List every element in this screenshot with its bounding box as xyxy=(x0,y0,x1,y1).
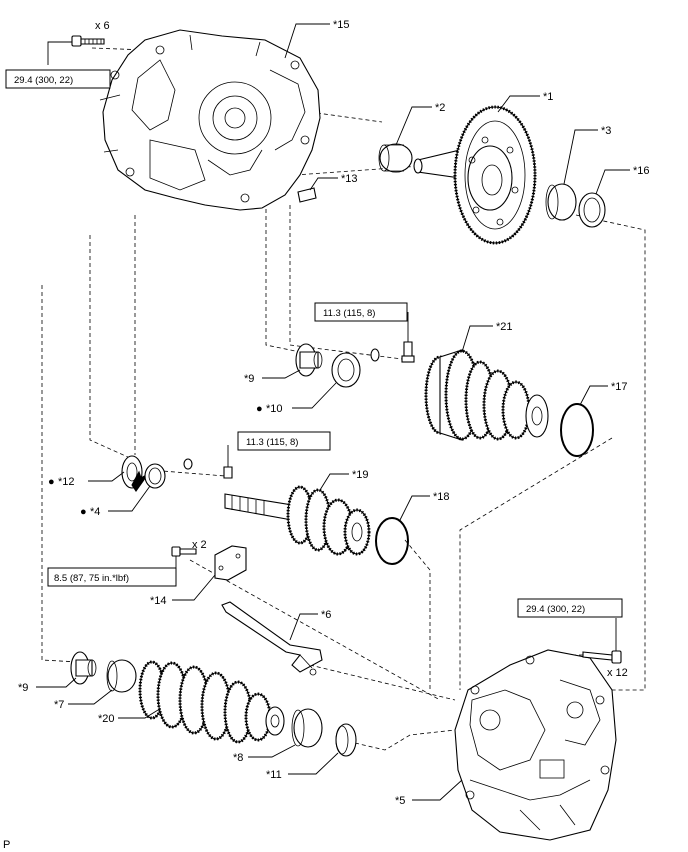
differential-assembly xyxy=(413,105,537,245)
qty-case-bolts: x 12 xyxy=(607,667,628,679)
snap-ring-17 xyxy=(560,403,594,457)
bearing-4 xyxy=(144,463,166,489)
callout-5: *5 xyxy=(395,795,405,807)
transaxle-housing xyxy=(99,29,321,211)
torque-case-bolts: 29.4 (300, 22) xyxy=(526,604,585,615)
callout-14: *14 xyxy=(150,595,167,607)
bearing-retainer-9-upper xyxy=(295,343,323,377)
countershaft-assembly xyxy=(138,660,285,744)
callout-3: *3 xyxy=(601,125,611,137)
callout-2: *2 xyxy=(435,102,445,114)
torque-box-case xyxy=(517,598,623,618)
non-reusable-mark-10: ● xyxy=(256,403,263,415)
callout-9-lower: *9 xyxy=(18,682,28,694)
callout-21: *21 xyxy=(496,321,513,333)
bearing-race-11 xyxy=(335,723,357,757)
callout-12: *12 xyxy=(58,476,75,488)
torque-oil-receiver-bolts: 8.5 (87, 75 in.*lbf) xyxy=(54,573,129,584)
torque-retainer-bolt-lower: 11.3 (115, 8) xyxy=(246,437,298,448)
footer-code: P xyxy=(3,839,10,851)
callout-11: *11 xyxy=(266,769,282,781)
magnet xyxy=(297,187,317,203)
leader-lines xyxy=(36,23,630,801)
callout-16: *16 xyxy=(633,165,650,177)
qty-housing-bolts: x 6 xyxy=(95,20,110,32)
snap-ring-18 xyxy=(375,517,409,565)
bearing-retainer-9-lower xyxy=(70,651,97,685)
callout-labels: *15 *1 *2 *3 *16 *13 *21 *17 *9 ● *10 ● … xyxy=(18,19,650,807)
case-bolt xyxy=(582,650,622,664)
bearing-retainer-bolt-upper xyxy=(401,341,415,363)
bearing-outer-race-3 xyxy=(545,183,577,221)
callout-9-upper: *9 xyxy=(244,373,254,385)
output-shaft-assembly xyxy=(424,349,549,441)
washer-lower xyxy=(183,458,193,470)
callout-19: *19 xyxy=(352,469,369,481)
bearing-race-7 xyxy=(106,659,137,693)
bearing-race-8 xyxy=(291,708,323,748)
oil-receiver xyxy=(214,545,247,581)
housing-bolt xyxy=(71,35,105,47)
torque-box-housing xyxy=(5,69,111,89)
callout-10: *10 xyxy=(266,403,283,415)
oil-pipe xyxy=(221,601,323,676)
callout-13: *13 xyxy=(341,173,358,185)
callout-1: *1 xyxy=(543,91,553,103)
callout-6: *6 xyxy=(321,609,331,621)
bearing-outer-race-2 xyxy=(378,143,413,173)
torque-housing-bolts: 29.4 (300, 22) xyxy=(14,75,73,86)
non-reusable-mark-12: ● xyxy=(48,476,55,488)
shim xyxy=(578,192,606,228)
input-shaft-assembly xyxy=(224,485,371,556)
oil-receiver-bolt xyxy=(171,546,197,557)
callout-20: *20 xyxy=(98,713,115,725)
torque-box-retainer-upper xyxy=(314,302,408,322)
torque-box-retainer-lower xyxy=(237,431,331,451)
callout-18: *18 xyxy=(433,491,450,503)
alignment-lines xyxy=(41,47,646,751)
callout-15: *15 xyxy=(333,19,350,31)
bearing-retainer-bolt-lower xyxy=(223,466,233,479)
transaxle-case xyxy=(454,649,617,841)
callout-4: *4 xyxy=(90,506,100,518)
callout-7: *7 xyxy=(54,699,64,711)
torque-box-oil-receiver xyxy=(47,567,177,587)
callout-8: *8 xyxy=(233,752,243,764)
non-reusable-mark-4: ● xyxy=(80,506,87,518)
callout-17: *17 xyxy=(611,381,628,393)
qty-oil-receiver-bolts: x 2 xyxy=(192,539,207,551)
torque-retainer-bolt-upper: 11.3 (115, 8) xyxy=(323,308,375,319)
washer-upper xyxy=(370,348,380,362)
bearing-10 xyxy=(331,352,361,388)
